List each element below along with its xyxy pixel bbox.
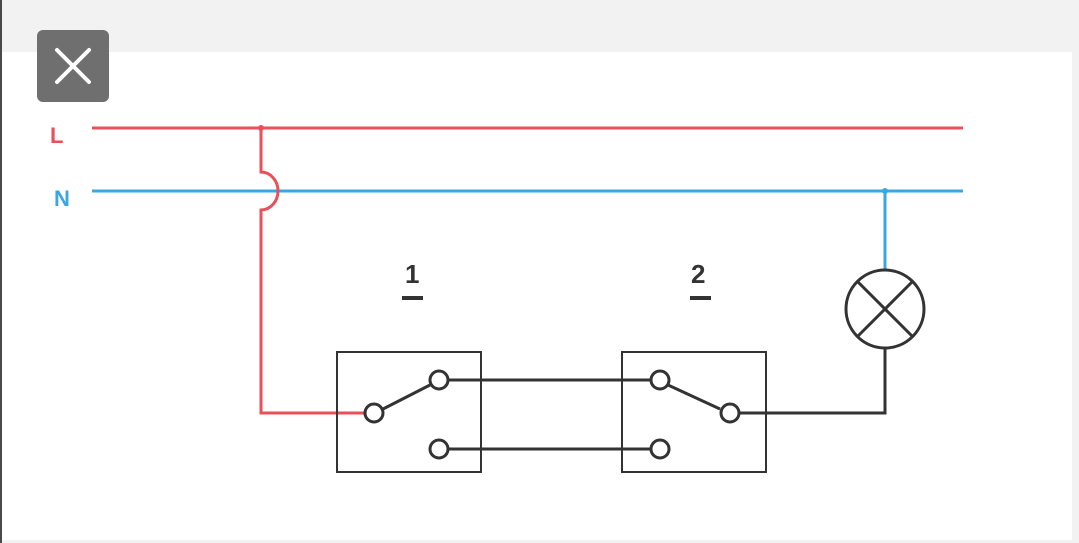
neutral-label: N [54,186,70,211]
switch-1-number: 1 [405,259,419,289]
switch-1-lever [382,383,431,411]
switch-2-number: 2 [691,259,705,289]
close-button[interactable] [37,30,109,102]
lamp-icon [844,268,926,350]
switch-2-bottom-terminal [649,438,671,460]
left-border [0,0,2,543]
switch-1-common-terminal [363,402,385,424]
switch-2-top-terminal [649,369,671,391]
switch-2-lever [667,383,721,411]
switch-1-top-terminal [428,369,450,391]
switch-1-bottom-terminal [428,438,450,460]
live-feed-wire [259,128,366,415]
switch-1-box [336,351,482,473]
live-label: L [50,123,63,148]
switch-2-common-terminal [719,402,741,424]
right-border [1072,0,1079,543]
switched-live-wire [739,348,887,415]
top-bar [0,0,1079,52]
close-icon [55,48,91,84]
